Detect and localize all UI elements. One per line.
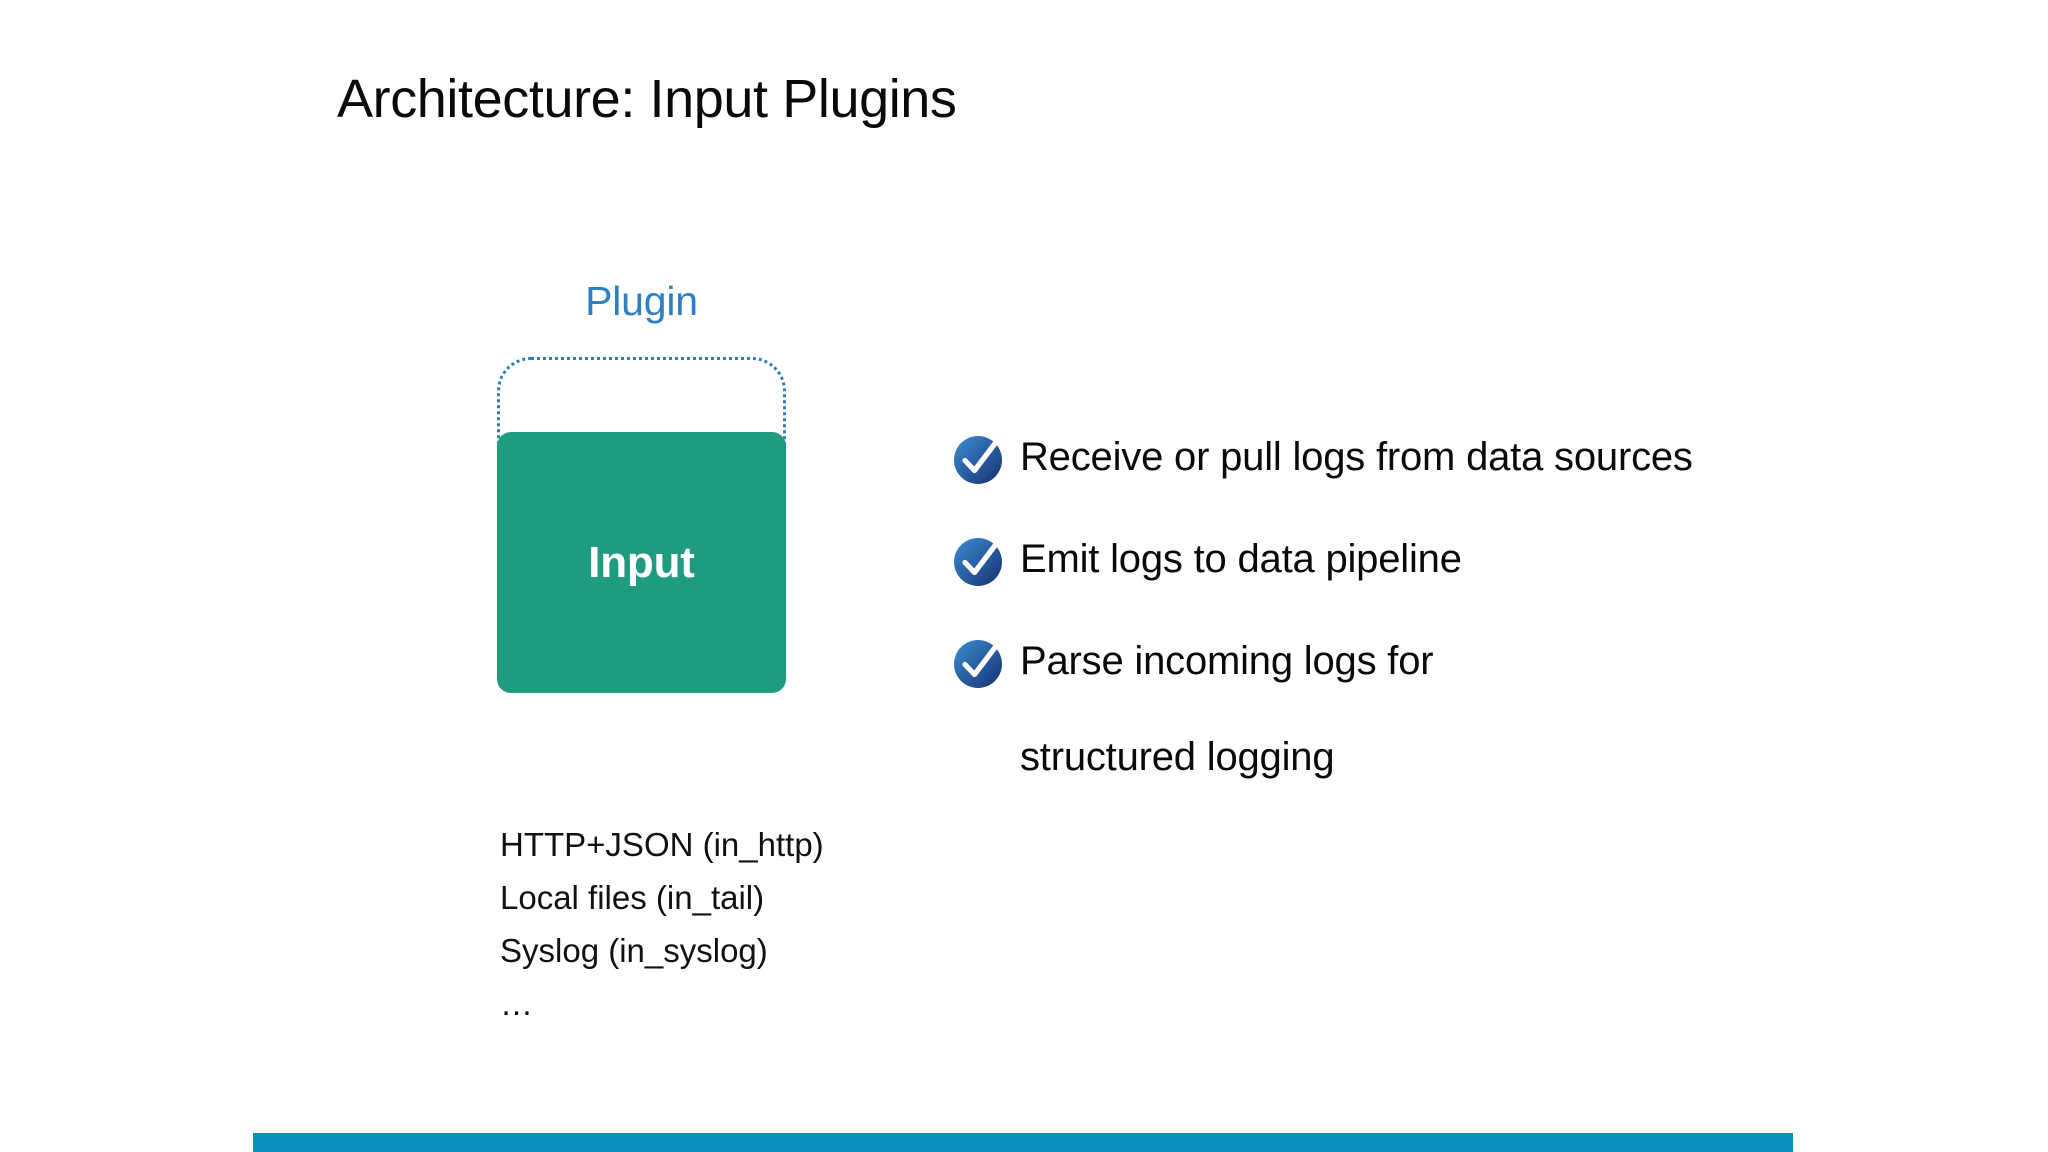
list-item: Emit logs to data pipeline: [952, 534, 1952, 588]
list-item: Local files (in_tail): [500, 879, 765, 916]
bullet-line: Emit logs to data pipeline: [1020, 537, 1462, 581]
check-circle-icon: [952, 536, 1004, 588]
footer-accent-bar: [253, 1133, 1793, 1152]
input-block: Input: [497, 432, 786, 693]
list-item: Receive or pull logs from data sources: [952, 432, 1952, 486]
list-item: Parse incoming logs for structured loggi…: [952, 636, 1952, 781]
plugin-examples-list: HTTP+JSON (in_http) Local files (in_tail…: [500, 818, 824, 1030]
input-block-label: Input: [588, 537, 695, 587]
list-item: HTTP+JSON (in_http): [500, 826, 824, 863]
bullet-line: Parse incoming logs for: [1020, 639, 1434, 683]
capabilities-bullet-list: Receive or pull logs from data sources: [952, 432, 1952, 781]
page-title: Architecture: Input Plugins: [337, 69, 957, 129]
bullet-line: Receive or pull logs from data sources: [1020, 435, 1693, 479]
check-circle-icon: [952, 638, 1004, 690]
bullet-text: Parse incoming logs for structured loggi…: [1020, 636, 1434, 781]
list-item: …: [500, 985, 535, 1022]
list-item: Syslog (in_syslog): [500, 932, 768, 969]
bullet-line-wrapped: structured logging: [1020, 735, 1335, 779]
bullet-text: Emit logs to data pipeline: [1020, 534, 1462, 583]
plugin-label: Plugin: [585, 278, 698, 324]
bullet-text: Receive or pull logs from data sources: [1020, 432, 1693, 481]
check-circle-icon: [952, 434, 1004, 486]
